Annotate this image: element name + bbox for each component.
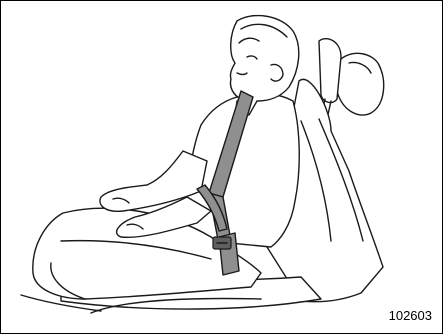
figure-id-label: 102603 (389, 308, 432, 323)
headrest (319, 39, 384, 119)
